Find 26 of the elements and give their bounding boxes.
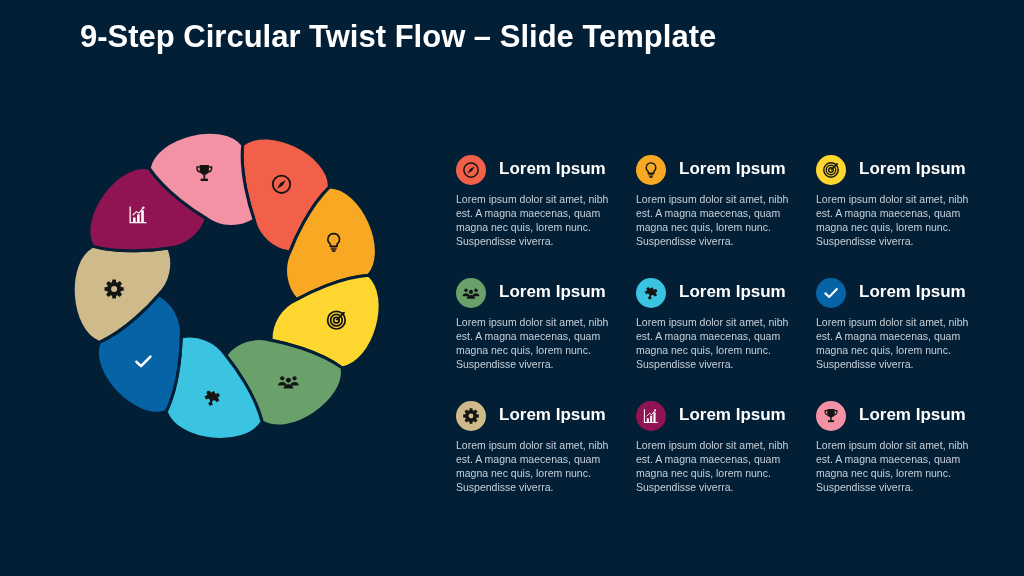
item-description: Lorem ipsum dolor sit amet, nibh est. A magna maecenas, quam magna nec quis, lorem nunc. Suspendisse viverra. (636, 315, 790, 371)
item-heading: Lorem Ipsum (679, 158, 786, 180)
item-heading: Lorem Ipsum (499, 158, 606, 180)
petal-segment (71, 244, 174, 344)
petal-segment (224, 337, 344, 428)
item-heading: Lorem Ipsum (859, 404, 966, 426)
petal-segment (240, 136, 331, 254)
item-heading: Lorem Ipsum (499, 404, 606, 426)
petal-segment (95, 293, 183, 415)
item-heading: Lorem Ipsum (859, 281, 966, 303)
item-description: Lorem ipsum dolor sit amet, nibh est. A magna maecenas, quam magna nec quis, lorem nunc. Suspendisse viverra. (636, 438, 790, 494)
item-description: Lorem ipsum dolor sit amet, nibh est. A magna maecenas, quam magna nec quis, lorem nunc. Suspendisse viverra. (456, 315, 610, 371)
item-description: Lorem ipsum dolor sit amet, nibh est. A magna maecenas, quam magna nec quis, lorem nunc. Suspendisse viverra. (636, 192, 790, 248)
petal-segment (87, 166, 208, 253)
petal-segment (147, 130, 256, 228)
item-heading: Lorem Ipsum (679, 281, 786, 303)
petal-segment (269, 273, 382, 370)
slide-title: 9-Step Circular Twist Flow – Slide Template (80, 18, 717, 56)
item-heading: Lorem Ipsum (859, 158, 966, 180)
item-description: Lorem ipsum dolor sit amet, nibh est. A magna maecenas, quam magna nec quis, lorem nunc. Suspendisse viverra. (816, 438, 970, 494)
item-description: Lorem ipsum dolor sit amet, nibh est. A magna maecenas, quam magna nec quis, lorem nunc. Suspendisse viverra. (816, 192, 970, 248)
item-heading: Lorem Ipsum (499, 281, 606, 303)
item-description: Lorem ipsum dolor sit amet, nibh est. A magna maecenas, quam magna nec quis, lorem nunc. Suspendisse viverra. (456, 192, 610, 248)
item-description: Lorem ipsum dolor sit amet, nibh est. A magna maecenas, quam magna nec quis, lorem nunc. Suspendisse viverra. (456, 438, 610, 494)
item-description: Lorem ipsum dolor sit amet, nibh est. A magna maecenas, quam magna nec quis, lorem nunc. Suspendisse viverra. (816, 315, 970, 371)
item-heading: Lorem Ipsum (679, 404, 786, 426)
